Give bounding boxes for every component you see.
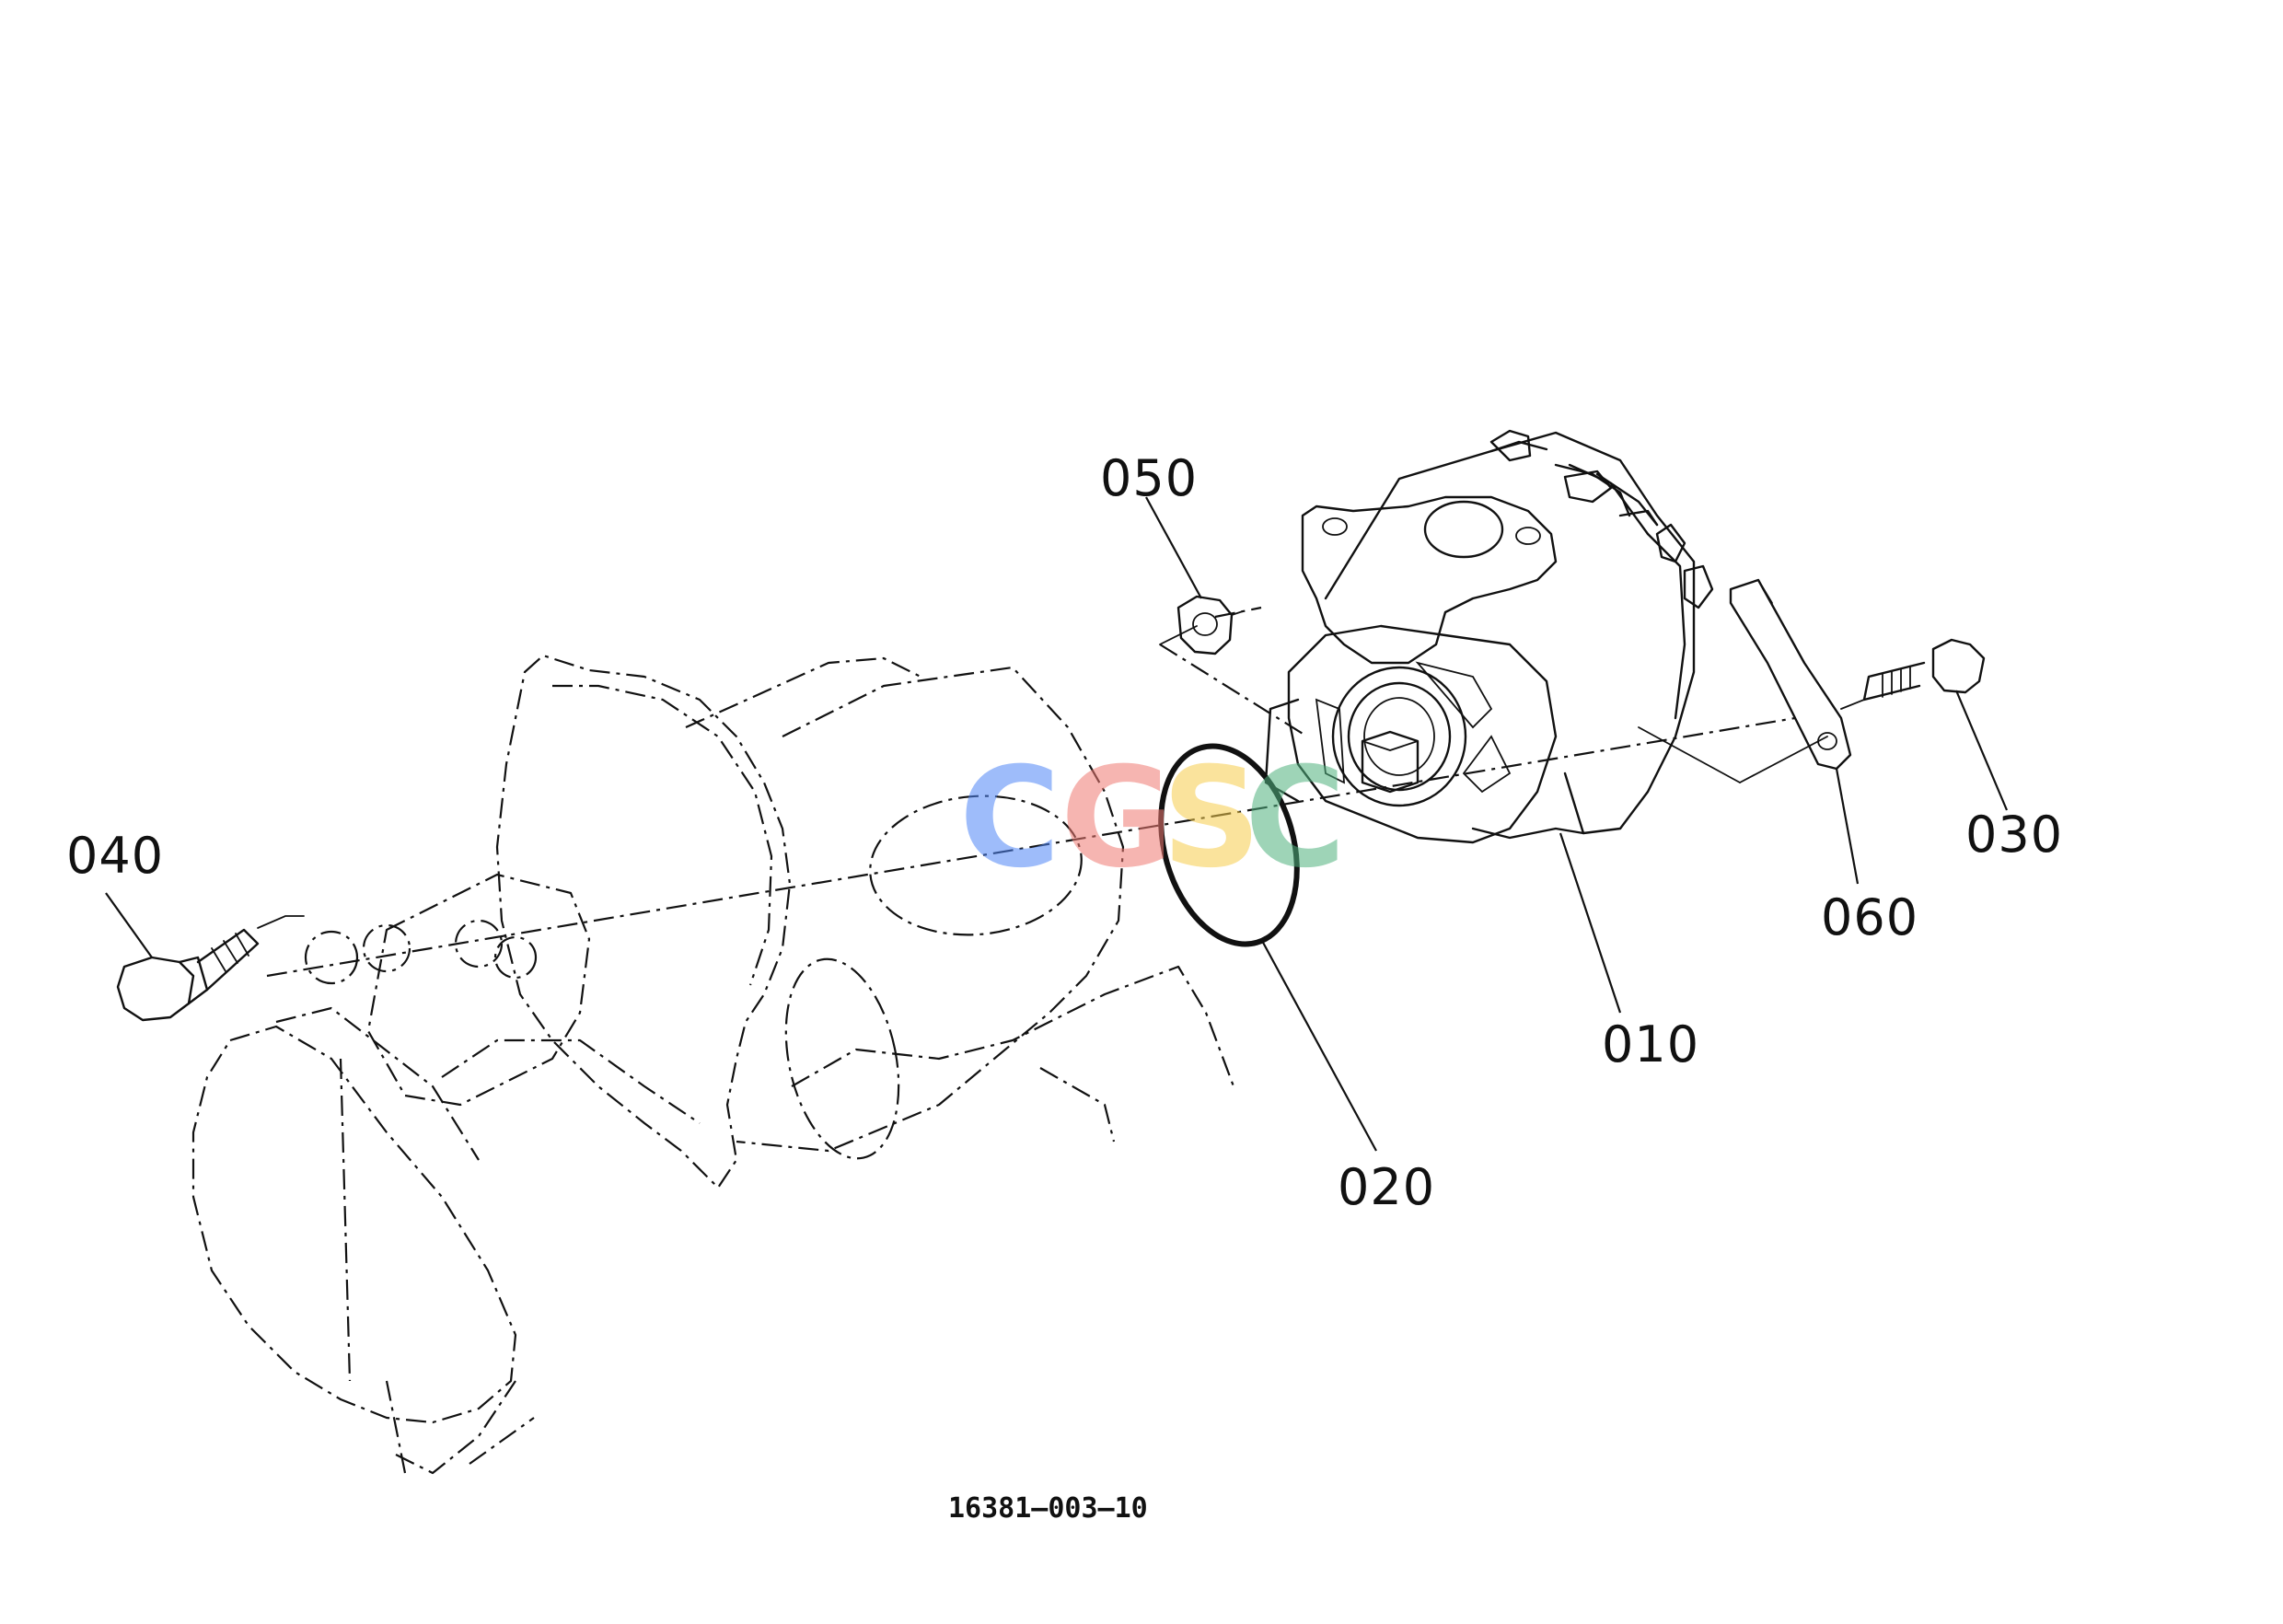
part-labels: 050 040 030 060 010 020	[66, 449, 2063, 1216]
nut-050	[1176, 595, 1244, 655]
bolt-040	[116, 915, 305, 1022]
engine-housing-phantom	[191, 654, 1796, 1475]
bracket-060	[1638, 578, 1852, 783]
watermark-letter-1: C	[959, 738, 1060, 899]
leader-030	[1954, 690, 2009, 811]
leader-020	[1260, 938, 1377, 1152]
part-label-030: 030	[1965, 806, 2063, 864]
part-label-010: 010	[1602, 1015, 1699, 1073]
cgsc-watermark: C G S C	[959, 738, 1346, 899]
leader-040	[105, 892, 153, 958]
oring-020	[1158, 743, 1300, 947]
watermark-letter-2: G	[1060, 738, 1174, 899]
watermark-letter-4: C	[1245, 738, 1346, 899]
watermark-letter-3: S	[1162, 738, 1261, 899]
drawing-code: 16381—003—10	[948, 1492, 1148, 1525]
leader-050	[1145, 496, 1202, 599]
part-label-040: 040	[66, 827, 164, 885]
hydraulic-pump-010	[1264, 429, 1714, 844]
part-label-020: 020	[1338, 1158, 1435, 1216]
pump-centerline	[1159, 644, 1308, 737]
part-label-050: 050	[1100, 449, 1198, 507]
bolt-030	[1840, 638, 1986, 710]
leader-060	[1835, 768, 1860, 885]
leader-lines	[105, 496, 2009, 1152]
part-label-060: 060	[1821, 888, 1918, 946]
leader-010	[1559, 832, 1622, 1014]
